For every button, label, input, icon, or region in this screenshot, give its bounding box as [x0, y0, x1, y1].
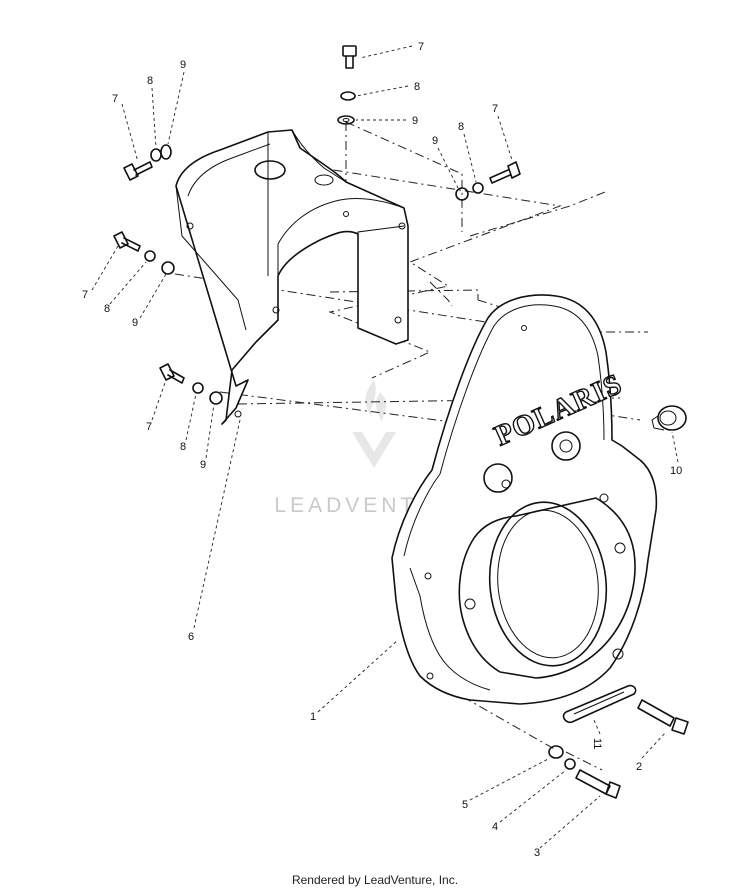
callout-8-upper-left: 8: [147, 75, 153, 87]
leader-lines: [91, 45, 679, 849]
callout-9-top: 9: [412, 115, 418, 127]
washer-upper-left-icon: [160, 144, 172, 160]
callout-4: 4: [492, 821, 498, 833]
bolt-upper-left-icon: [123, 161, 153, 181]
callout-8-top: 8: [414, 81, 420, 93]
fasteners: [113, 45, 689, 799]
washer-upper-right-icon: [455, 187, 469, 201]
bolt-top-icon: [342, 45, 357, 69]
washer-top-icon: [337, 115, 355, 125]
callout-10: 10: [670, 465, 682, 477]
washer-bottom-icon: [548, 745, 564, 759]
callout-7-mid-left: 7: [82, 289, 88, 301]
callout-9-upper-left: 9: [180, 59, 186, 71]
lockwasher-lower-left-icon: [192, 382, 204, 394]
callout-9-upper-right: 9: [432, 135, 438, 147]
strap: [562, 684, 637, 724]
footer-credit: Rendered by LeadVenture, Inc.: [292, 873, 458, 887]
callout-9-lower-left: 9: [200, 459, 206, 471]
upper-shroud: [175, 129, 409, 425]
callout-9-mid-left: 9: [132, 317, 138, 329]
lockwasher-mid-left-icon: [144, 250, 156, 262]
watermark-logo-icon: [352, 380, 396, 468]
callout-8-lower-left: 8: [180, 441, 186, 453]
callout-7-upper-right: 7: [492, 103, 498, 115]
callout-5: 5: [462, 799, 468, 811]
callout-2: 2: [636, 761, 642, 773]
bolt-long-right-icon: [637, 699, 689, 735]
washer-mid-left-icon: [161, 261, 175, 275]
fan-housing: POLARIS: [391, 294, 658, 705]
bolt-upper-right-icon: [489, 161, 521, 184]
lockwasher-upper-right-icon: [472, 182, 484, 194]
callout-7-upper-left: 7: [112, 93, 118, 105]
lockwasher-bottom-icon: [564, 758, 576, 770]
callout-7-lower-left: 7: [146, 421, 152, 433]
callout-1: 1: [310, 711, 316, 723]
bolt-mid-left-icon: [113, 231, 141, 252]
callout-6: 6: [188, 631, 194, 643]
callout-3: 3: [534, 847, 540, 859]
bolt-lower-left-icon: [159, 363, 185, 384]
cover-plug: [651, 405, 687, 431]
bolt-bottom-icon: [575, 769, 621, 799]
callout-7-top: 7: [418, 41, 424, 53]
washer-lower-left-icon: [209, 391, 223, 405]
lockwasher-top-icon: [340, 91, 356, 101]
callout-labels: 7 8 9 7 8 9 9 8 7 7 8 9 7 8 9 10 6 1 11 …: [82, 41, 682, 859]
lockwasher-upper-left-icon: [150, 148, 162, 162]
callout-8-upper-right: 8: [458, 121, 464, 133]
callout-11: 11: [591, 738, 603, 749]
callout-8-mid-left: 8: [104, 303, 110, 315]
